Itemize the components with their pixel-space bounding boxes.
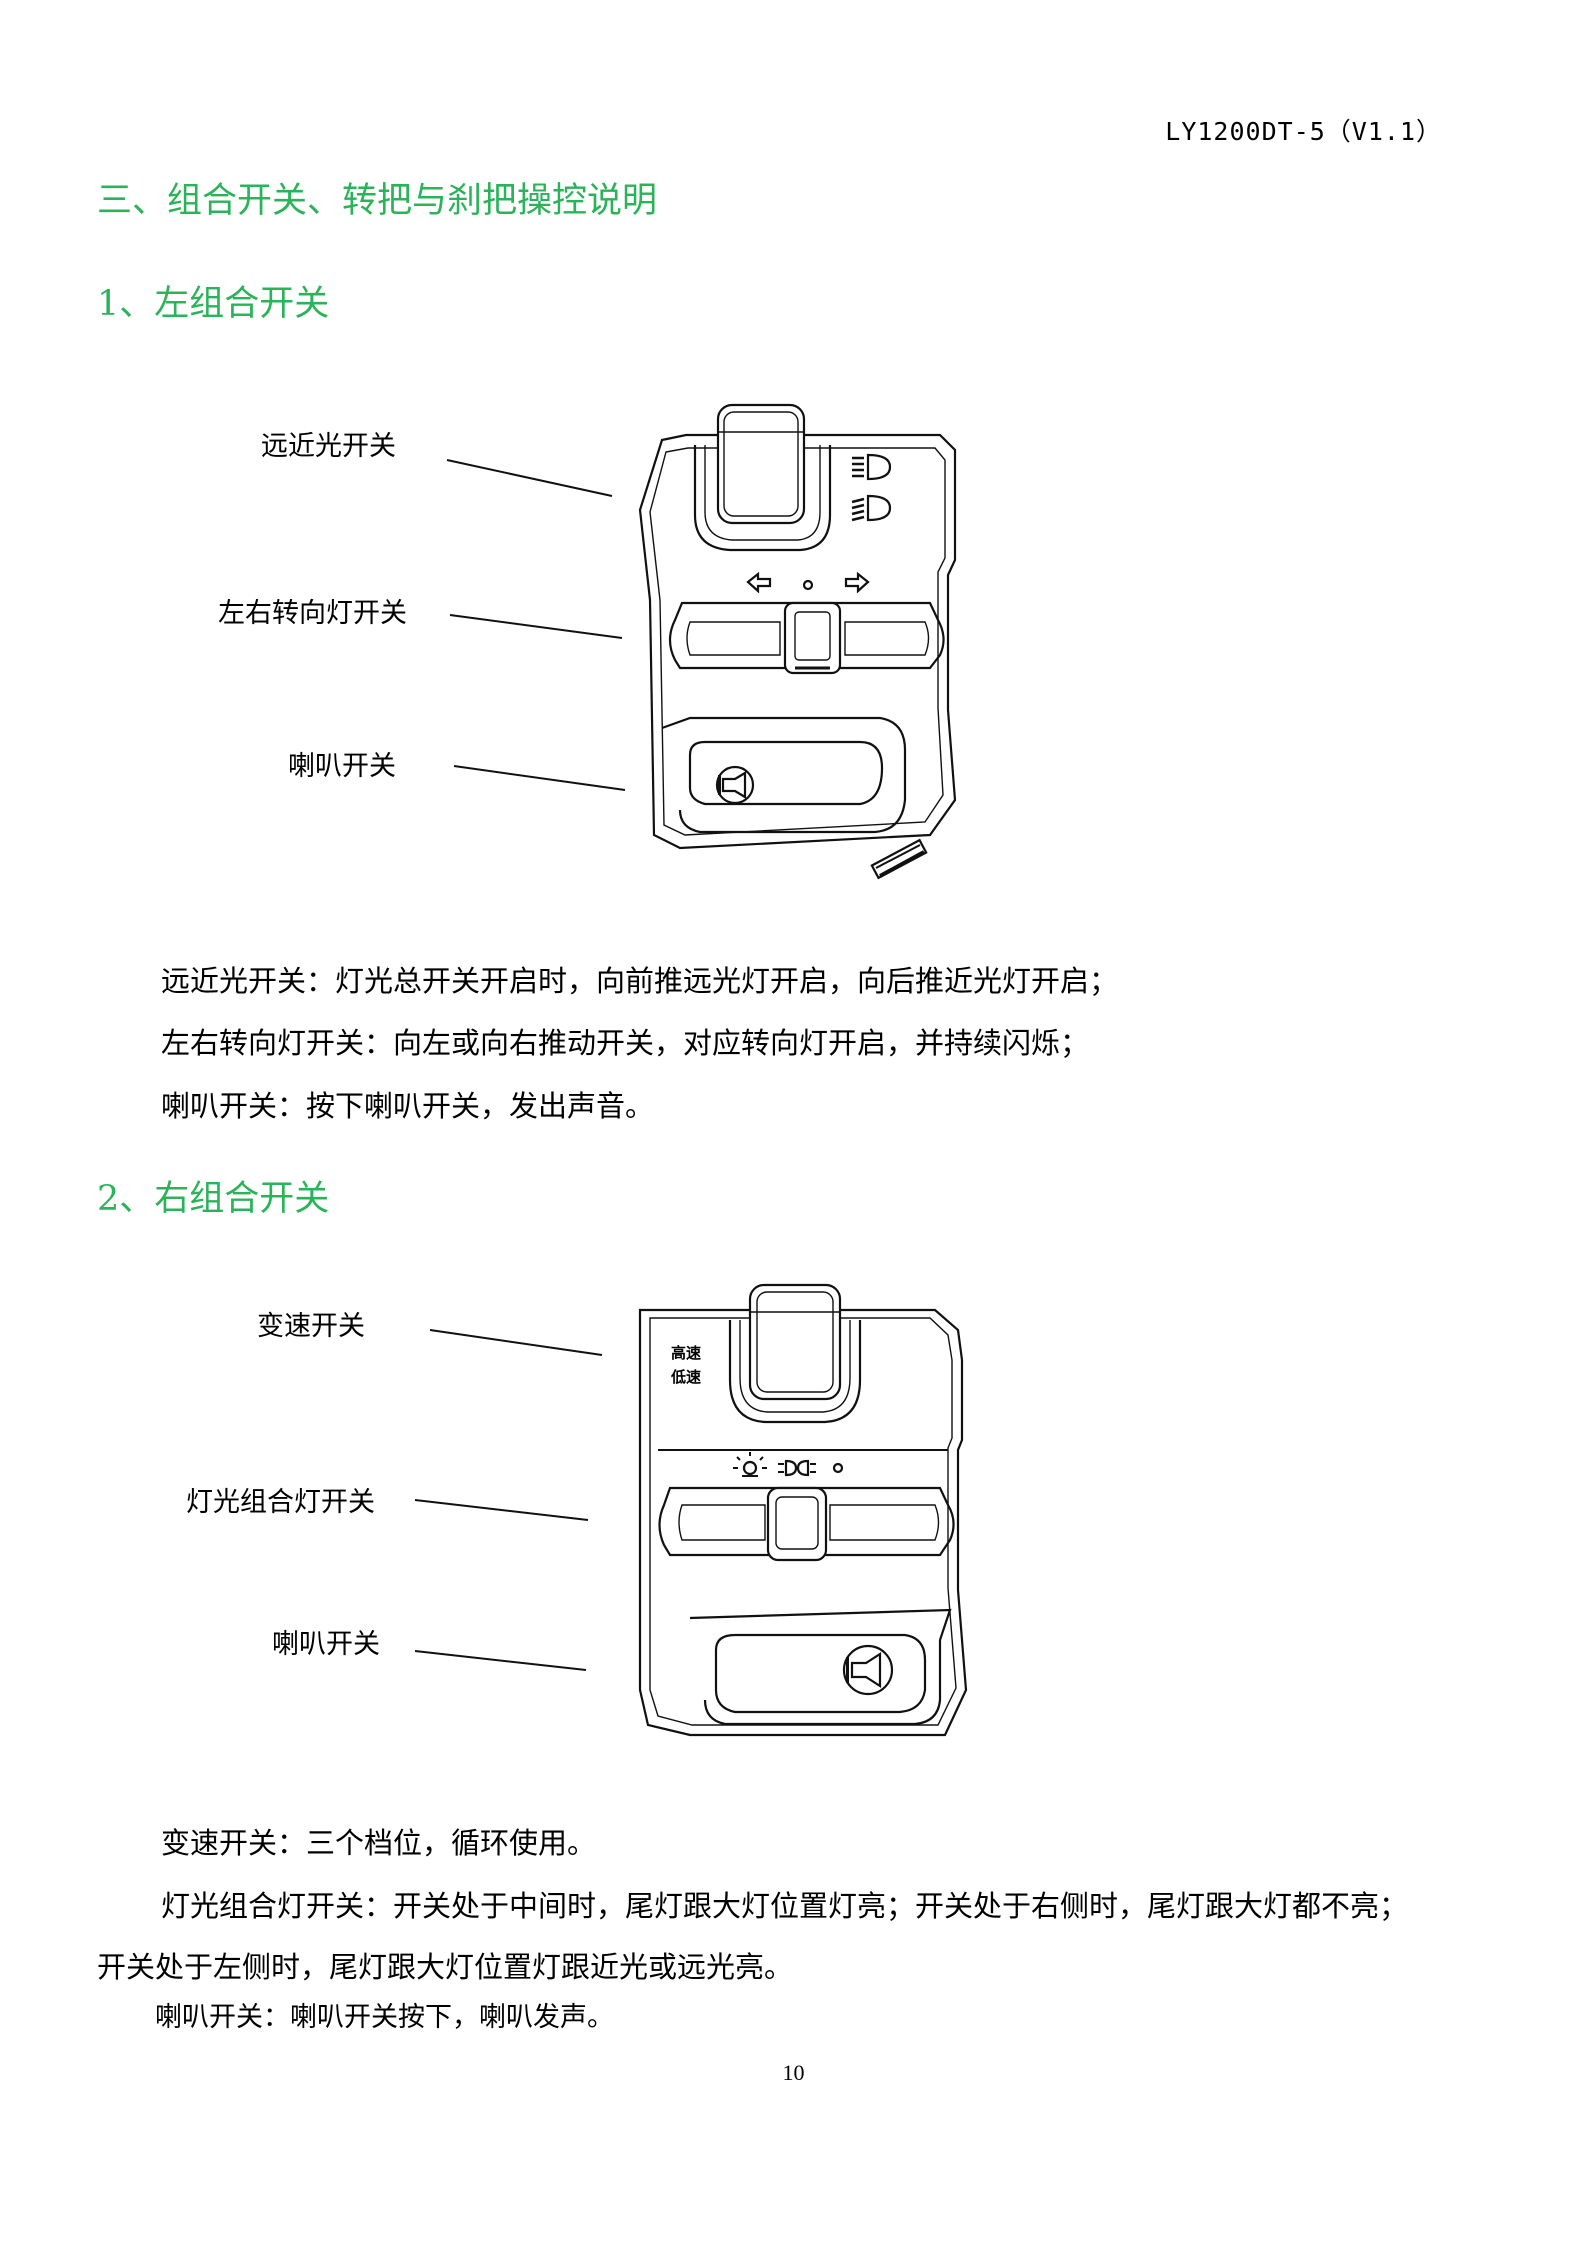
right-switch-housing [638, 1308, 968, 1737]
speed-high-label: 高速 [671, 1344, 701, 1362]
leader-line-turn [449, 614, 623, 639]
leader-line-speed [429, 1329, 603, 1356]
beam-toggle-well [693, 445, 832, 552]
speed-toggle-button [748, 1283, 842, 1401]
leader-line-right-horn [414, 1650, 587, 1671]
desc-beam-switch: 远近光开关：灯光总开关开启时，向前推远光灯开启，向后推近光灯开启； [161, 964, 1119, 998]
horn-pad-frame [661, 716, 907, 834]
leader-line-left-horn [453, 765, 626, 791]
cable-plug [870, 838, 928, 880]
horn-button [688, 740, 884, 806]
right-horn-button [714, 1633, 927, 1714]
left-arrow-icon [746, 571, 772, 594]
position-light-icon [733, 1452, 767, 1477]
leader-line-light [414, 1499, 589, 1521]
beam-toggle-button [716, 403, 806, 525]
turn-switch-channel [668, 601, 945, 670]
desc-left-horn-switch: 喇叭开关：按下喇叭开关，发出声音。 [161, 1089, 655, 1123]
low-beam-icon [851, 494, 892, 522]
right-arrow-icon [844, 571, 870, 594]
light-switch-slider [766, 1486, 828, 1562]
turn-switch-slider [783, 601, 842, 675]
right-horn-pad-frame [689, 1608, 952, 1726]
desc-right-horn-switch: 喇叭开关：喇叭开关按下，喇叭发声。 [155, 2002, 614, 2033]
speed-low-label: 低速 [670, 1368, 701, 1386]
label-right-horn-switch: 喇叭开关 [272, 1629, 380, 1660]
desc-turn-switch: 左右转向灯开关：向左或向右推动开关，对应转向灯开启，并持续闪烁； [161, 1026, 1090, 1060]
left-switch-heading: 1、左组合开关 [97, 284, 330, 324]
leader-line-beam [446, 459, 613, 497]
label-beam-switch: 远近光开关 [261, 431, 396, 462]
document-code: LY1200DT-5（V1.1） [1165, 117, 1442, 146]
desc-light-switch-line2: 开关处于左侧时，尾灯跟大灯位置灯跟近光或远光亮。 [97, 1950, 794, 1984]
center-dot-icon [802, 579, 814, 591]
right-switch-heading: 2、右组合开关 [97, 1179, 330, 1219]
label-speed-switch: 变速开关 [257, 1311, 365, 1342]
high-beam-icon [852, 453, 892, 481]
page-number: 10 [782, 2060, 805, 2085]
lights-off-dot-icon [832, 1462, 844, 1474]
speed-toggle-well [728, 1320, 862, 1424]
marker-light-icon [778, 1459, 816, 1477]
left-switch-housing [638, 433, 957, 850]
section-title: 三、组合开关、转把与刹把操控说明 [97, 181, 658, 221]
label-light-switch: 灯光组合灯开关 [186, 1487, 375, 1518]
light-switch-channel [658, 1486, 955, 1557]
desc-light-switch-line1: 灯光组合灯开关：开关处于中间时，尾灯跟大灯位置灯亮；开关处于右侧时，尾灯跟大灯都… [161, 1889, 1409, 1923]
label-left-horn-switch: 喇叭开关 [288, 751, 396, 782]
label-turn-switch: 左右转向灯开关 [218, 598, 407, 629]
desc-speed-switch: 变速开关：三个档位，循环使用。 [161, 1826, 597, 1860]
